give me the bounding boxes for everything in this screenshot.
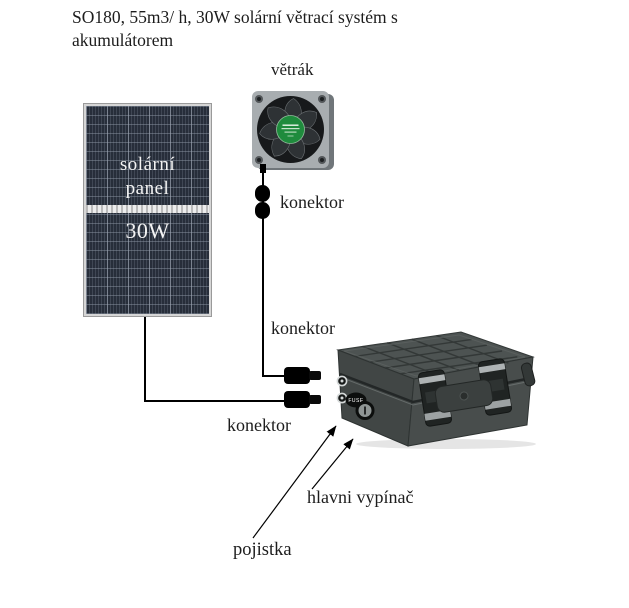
connector-label-case-top: konektor: [271, 318, 335, 338]
wire-fan-to-case-vertical: [262, 172, 264, 377]
fan-wire-stub: [260, 164, 266, 173]
fuse-print: FUSE: [348, 398, 364, 404]
solar-panel-power: 30W: [125, 218, 170, 243]
battery-case-image: FUSE: [336, 331, 536, 449]
dc-plug-icon: [284, 391, 310, 408]
case-side-handle: [520, 362, 536, 387]
main-switch-label: hlavni vypínač: [307, 487, 414, 507]
case-main-switch-icon: [355, 401, 375, 420]
fan-label: větrák: [271, 60, 314, 79]
wire-fan-to-case-horizontal: [262, 375, 286, 377]
fan-cable-connector-icon: [255, 185, 270, 202]
fan-hub-label: [276, 115, 305, 144]
case-front-grip: [434, 379, 494, 413]
diagram-title: SO180, 55m3/ h, 30W solární větrací syst…: [72, 7, 398, 51]
dc-plug-tip-icon: [309, 395, 321, 404]
dc-plug-tip-icon: [309, 371, 321, 380]
case-input-jack-top-icon: [336, 375, 348, 387]
fuse-arrow: [252, 425, 337, 539]
fan-blades: [259, 98, 321, 160]
dc-plug-icon: [284, 367, 310, 384]
solar-panel-image: solární panel 30W: [83, 103, 212, 317]
fan-image: [252, 91, 334, 173]
fan-cable-connector-icon: [255, 202, 270, 219]
connector-label-fan-cable: konektor: [280, 192, 344, 212]
wire-panel-to-case-horizontal: [144, 400, 285, 402]
connector-label-case-bottom: konektor: [227, 415, 291, 435]
solar-panel-name-line1: solární: [119, 154, 176, 175]
wire-panel-to-case-vertical: [144, 316, 146, 402]
case-input-jack-bottom-icon: [336, 392, 348, 404]
fuse-label: pojistka: [233, 540, 292, 560]
solar-panel-mid-rail: [86, 205, 209, 213]
solar-panel-name-line2: panel: [125, 178, 170, 199]
